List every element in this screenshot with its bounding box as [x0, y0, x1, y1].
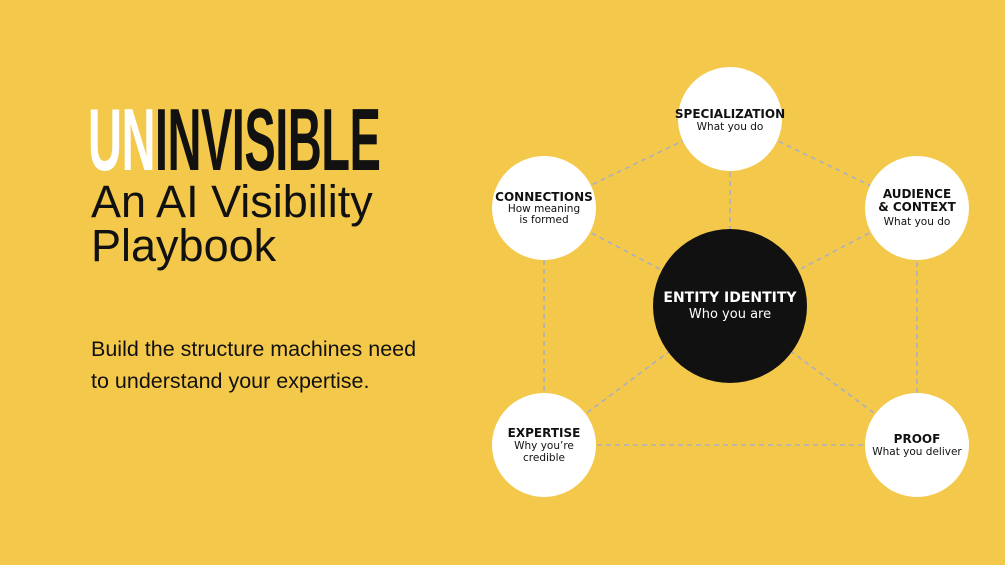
node-connections: CONNECTIONS How meaning is formed — [492, 156, 596, 260]
node-subtitle: How meaning is formed — [507, 202, 581, 226]
node-title: PROOF — [893, 431, 941, 446]
tagline-line-2: to understand your expertise. — [91, 369, 370, 393]
node-subtitle: Who you are — [688, 306, 772, 322]
node-title: EXPERTISE — [507, 425, 581, 440]
node-entity-identity: ENTITY IDENTITY Who you are — [653, 229, 807, 383]
node-title: SPECIALIZATION — [674, 107, 786, 121]
tagline: Build the structure machines need to und… — [91, 333, 416, 397]
node-proof: PROOF What you deliver — [865, 393, 969, 497]
logo-invisible: INVISIBLE — [154, 90, 381, 189]
logo-wordmark: UNINVISIBLE — [88, 96, 381, 184]
node-audience-context: AUDIENCE & CONTEXT What you do — [865, 156, 969, 260]
node-title: AUDIENCE & CONTEXT — [878, 187, 956, 214]
node-subtitle: What you do — [883, 216, 951, 228]
node-expertise: EXPERTISE Why you’re credible — [492, 393, 596, 497]
title-line-2: Playbook — [91, 220, 277, 271]
node-title: ENTITY IDENTITY — [663, 289, 797, 306]
page-title: An AI Visibility Playbook — [91, 176, 373, 271]
logo-un: UN — [88, 90, 155, 189]
title-line-1: An AI Visibility — [91, 176, 373, 227]
node-specialization: SPECIALIZATION What you do — [674, 67, 786, 171]
node-subtitle: What you do — [696, 121, 764, 133]
node-title: CONNECTIONS — [495, 189, 593, 204]
node-subtitle: Why you’re credible — [514, 439, 574, 464]
node-subtitle: What you deliver — [872, 445, 962, 458]
tagline-line-1: Build the structure machines need — [91, 337, 417, 361]
